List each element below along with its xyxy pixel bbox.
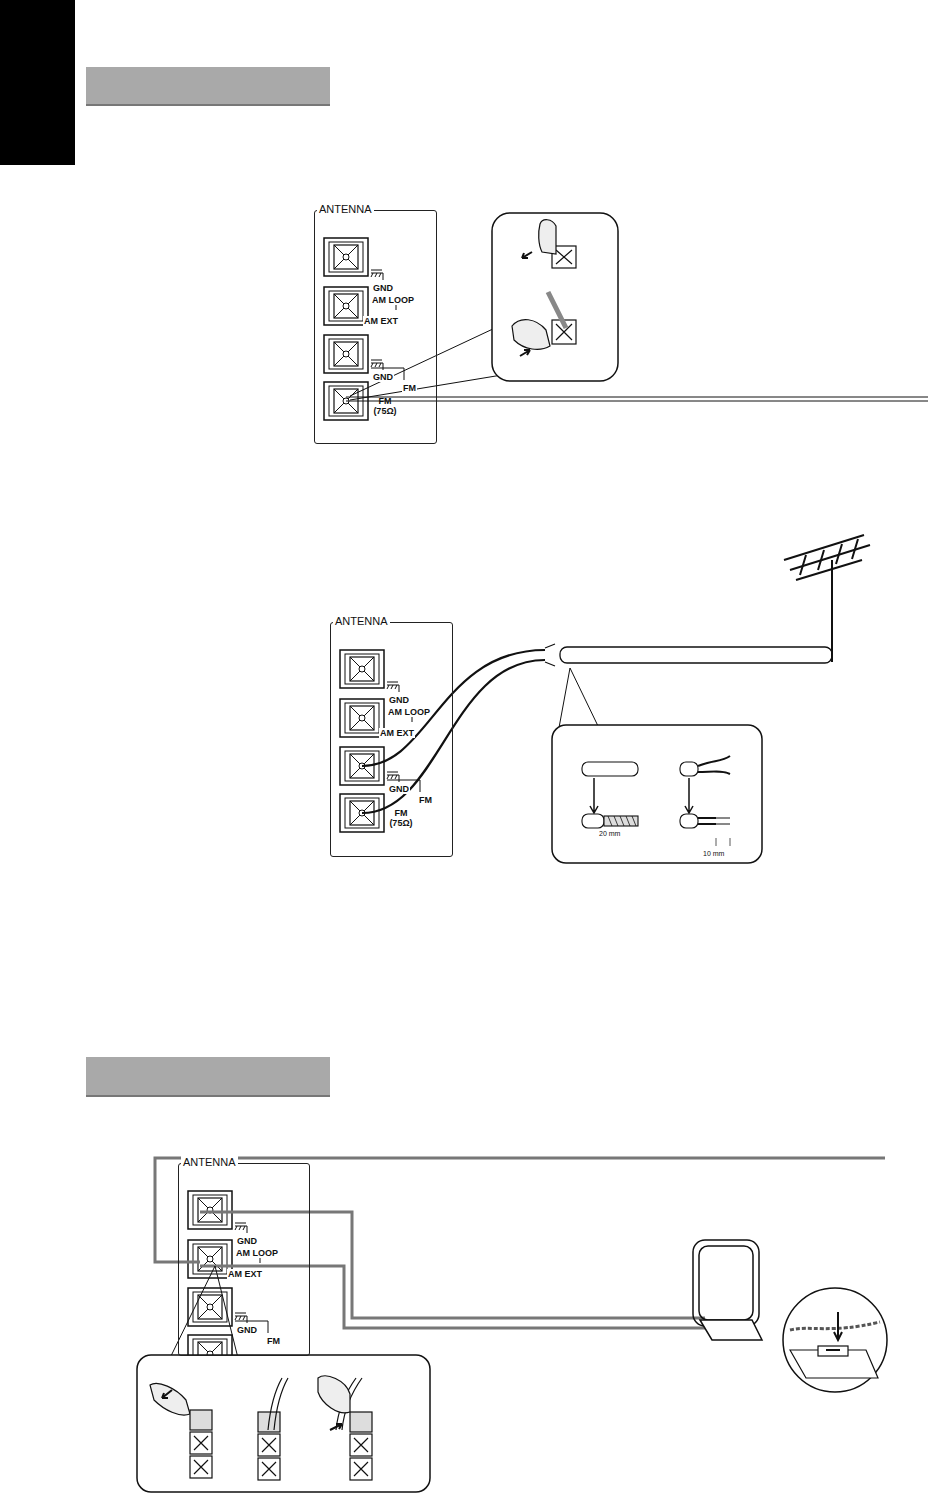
terminal-label: AM EXT bbox=[227, 1269, 263, 1279]
cable-strip-illustration bbox=[582, 756, 730, 846]
page-tab bbox=[0, 0, 75, 165]
callout-box bbox=[492, 213, 618, 381]
wire-end bbox=[545, 644, 555, 666]
feeder-wire bbox=[346, 397, 928, 401]
terminal-label: GND bbox=[236, 1236, 258, 1246]
header-shadow bbox=[86, 1095, 330, 1097]
callout-box bbox=[137, 1355, 430, 1492]
hand-connect-illustration bbox=[150, 1376, 372, 1480]
dimension-label: 20 mm bbox=[598, 830, 621, 838]
feeder-cable bbox=[560, 647, 832, 663]
hand-press-illustration bbox=[512, 220, 576, 356]
terminal-block bbox=[188, 1191, 268, 1373]
loop-wire bbox=[200, 1266, 705, 1328]
header-shadow bbox=[86, 104, 330, 106]
terminal-label: GND bbox=[388, 784, 410, 794]
terminal-label: AM LOOP bbox=[371, 295, 415, 305]
loop-stand-detail bbox=[790, 1312, 880, 1378]
leader-line bbox=[170, 1266, 238, 1358]
panel-heading: ANTENNA bbox=[333, 615, 390, 628]
terminal-label: AM EXT bbox=[379, 728, 415, 738]
terminal-label: FM bbox=[266, 1336, 281, 1346]
terminal-label: GND bbox=[236, 1325, 258, 1335]
terminal-label: GND bbox=[388, 695, 410, 705]
terminal-label: GND bbox=[372, 283, 394, 293]
panel-heading: ANTENNA bbox=[181, 1156, 238, 1169]
loop-antenna bbox=[693, 1240, 762, 1340]
leader-line bbox=[350, 328, 508, 400]
feeder-wire bbox=[362, 650, 545, 813]
terminal-label: AM EXT bbox=[363, 316, 399, 326]
callout-box bbox=[552, 725, 762, 863]
fm-antenna bbox=[784, 535, 870, 662]
terminal-label: FM (75Ω) bbox=[368, 396, 402, 416]
terminal-label: FM bbox=[402, 383, 417, 393]
terminal-label: FM bbox=[418, 795, 433, 805]
dimension-label: 10 mm bbox=[702, 850, 725, 858]
terminal-block bbox=[340, 650, 420, 832]
header-bar bbox=[86, 1057, 330, 1097]
detail-circle bbox=[783, 1288, 887, 1392]
panel-heading: ANTENNA bbox=[317, 203, 374, 216]
header-bar bbox=[86, 67, 330, 106]
terminal-label: GND bbox=[372, 372, 394, 382]
terminal-label: FM (75Ω) bbox=[384, 808, 418, 828]
am-ext-wire bbox=[155, 1158, 885, 1262]
terminal-label: AM LOOP bbox=[235, 1248, 279, 1258]
terminal-label: AM LOOP bbox=[387, 707, 431, 717]
